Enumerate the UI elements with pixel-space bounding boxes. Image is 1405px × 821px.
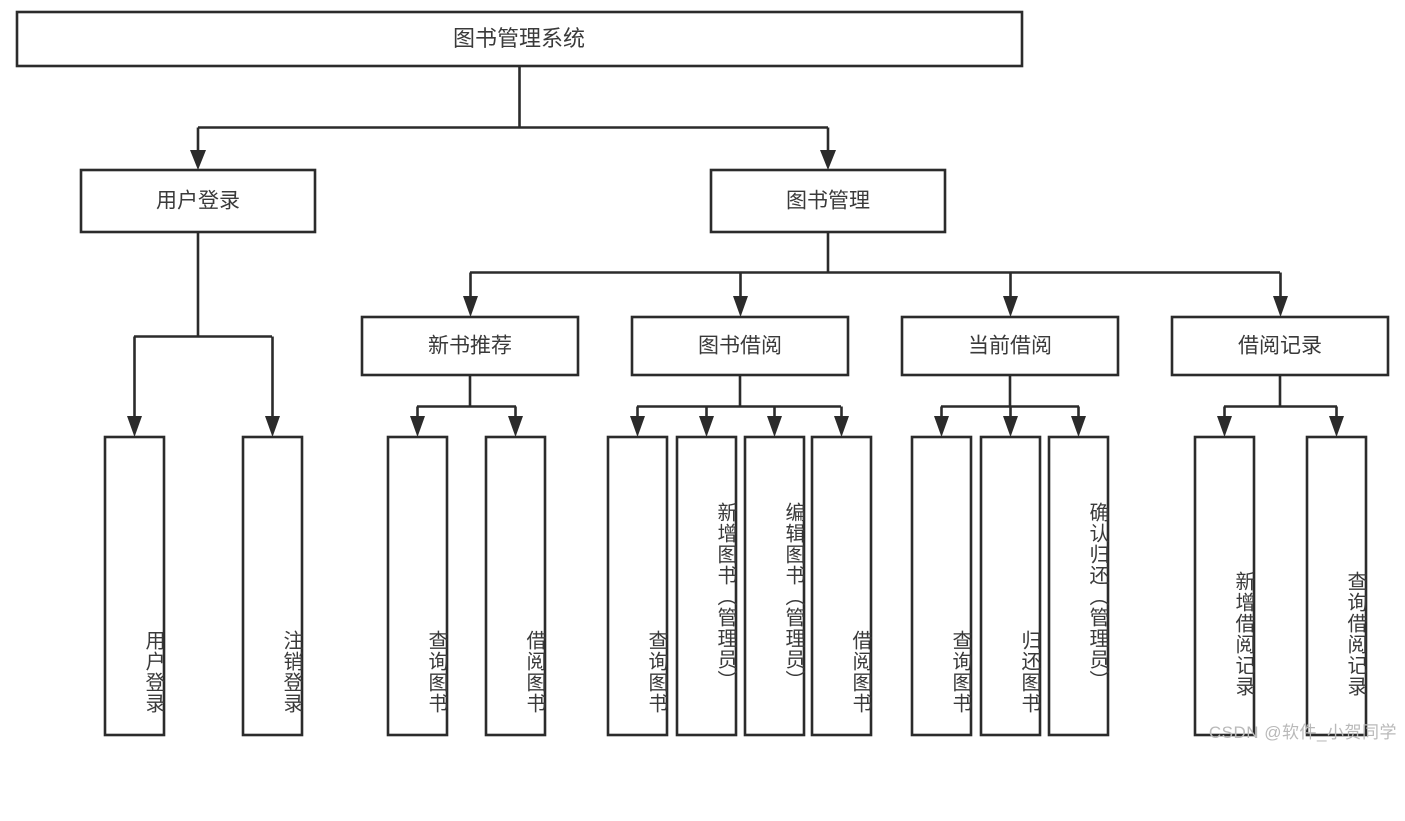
node-book-borrow-box[interactable] bbox=[630, 315, 850, 377]
leaf-box-current-borrow-1[interactable] bbox=[979, 435, 1042, 737]
leaf-box-book-borrow-2[interactable] bbox=[743, 435, 806, 737]
connector-root-to-level2 bbox=[190, 66, 836, 170]
connector-bookmgmt-to-level3 bbox=[463, 232, 1288, 317]
node-borrow-records[interactable]: 借阅记录 bbox=[1170, 315, 1390, 377]
leaf-box-current-borrow-0[interactable] bbox=[910, 435, 973, 737]
leaf-box-user-login-1[interactable] bbox=[241, 435, 304, 737]
leaf-box-book-borrow-3[interactable] bbox=[810, 435, 873, 737]
node-book-management-label: 图书管理 bbox=[786, 190, 870, 213]
leaf-box-user-login-0[interactable] bbox=[103, 435, 166, 737]
node-book-borrow[interactable]: 图书借阅 bbox=[630, 315, 850, 377]
node-user-login-label: 用户登录 bbox=[156, 190, 240, 213]
node-book-management[interactable]: 图书管理 bbox=[709, 168, 947, 234]
node-book-borrow-label: 图书借阅 bbox=[698, 335, 782, 358]
connector-newbook-to-leaves bbox=[410, 375, 523, 437]
leaf-box-book-borrow-0[interactable] bbox=[606, 435, 669, 737]
hierarchy-diagram: 图书管理系统 用户登录 图书管理 新书推荐 图书借阅 当前借阅 借阅记录 bbox=[15, 10, 1390, 737]
leaf-box-borrow-records-1[interactable] bbox=[1305, 435, 1368, 737]
leaf-box-new-book-0[interactable] bbox=[386, 435, 449, 737]
connector-userlogin-to-leaves bbox=[127, 232, 280, 437]
leaf-box-borrow-records-0[interactable] bbox=[1193, 435, 1256, 737]
node-user-login[interactable]: 用户登录 bbox=[79, 168, 317, 234]
node-current-borrow-label: 当前借阅 bbox=[968, 335, 1052, 358]
node-new-book-recommend-box[interactable] bbox=[360, 315, 580, 377]
leaf-box-book-borrow-1[interactable] bbox=[675, 435, 738, 737]
leaf-box-current-borrow-2[interactable] bbox=[1047, 435, 1110, 737]
leaf-box-new-book-1[interactable] bbox=[484, 435, 547, 737]
node-current-borrow-box[interactable] bbox=[900, 315, 1120, 377]
connector-currentborrow-to-leaves bbox=[934, 375, 1086, 437]
node-user-login-box[interactable] bbox=[79, 168, 317, 234]
diagram-canvas-container: 图书管理系统 用户登录 图书管理 新书推荐 图书借阅 当前借阅 借阅记录 bbox=[15, 10, 1397, 742]
node-root-label: 图书管理系统 bbox=[453, 26, 585, 51]
node-root[interactable]: 图书管理系统 bbox=[15, 10, 1024, 68]
connector-bookborrow-to-leaves bbox=[630, 375, 849, 437]
node-new-book-recommend-label: 新书推荐 bbox=[428, 335, 512, 358]
node-book-management-box[interactable] bbox=[709, 168, 947, 234]
node-root-box[interactable] bbox=[15, 10, 1024, 68]
node-borrow-records-label: 借阅记录 bbox=[1238, 335, 1322, 358]
connector-borrowrecords-to-leaves bbox=[1217, 375, 1344, 437]
csdn-watermark: CSDN @软件_小贺同学 bbox=[1208, 723, 1397, 742]
node-borrow-records-box[interactable] bbox=[1170, 315, 1390, 377]
node-new-book-recommend[interactable]: 新书推荐 bbox=[360, 315, 580, 377]
node-current-borrow[interactable]: 当前借阅 bbox=[900, 315, 1120, 377]
